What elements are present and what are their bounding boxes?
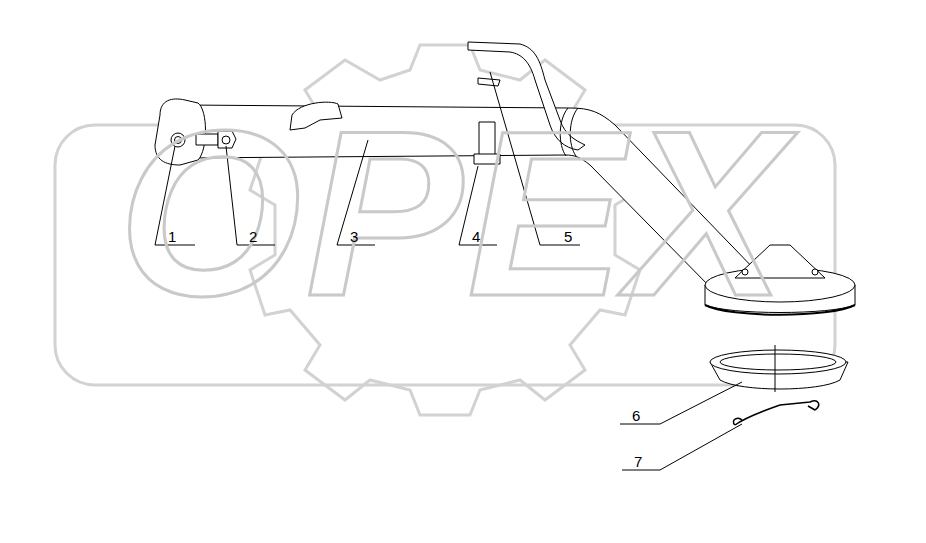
callout-number: 3	[350, 229, 358, 244]
watermark: OPEX	[118, 95, 790, 331]
callout-number: 4	[472, 229, 480, 244]
callout-number: 7	[634, 454, 642, 469]
callout-number: 5	[564, 229, 572, 244]
callout-number: 2	[249, 229, 257, 244]
callout-number: 6	[632, 408, 640, 423]
callout-number: 1	[168, 229, 176, 244]
